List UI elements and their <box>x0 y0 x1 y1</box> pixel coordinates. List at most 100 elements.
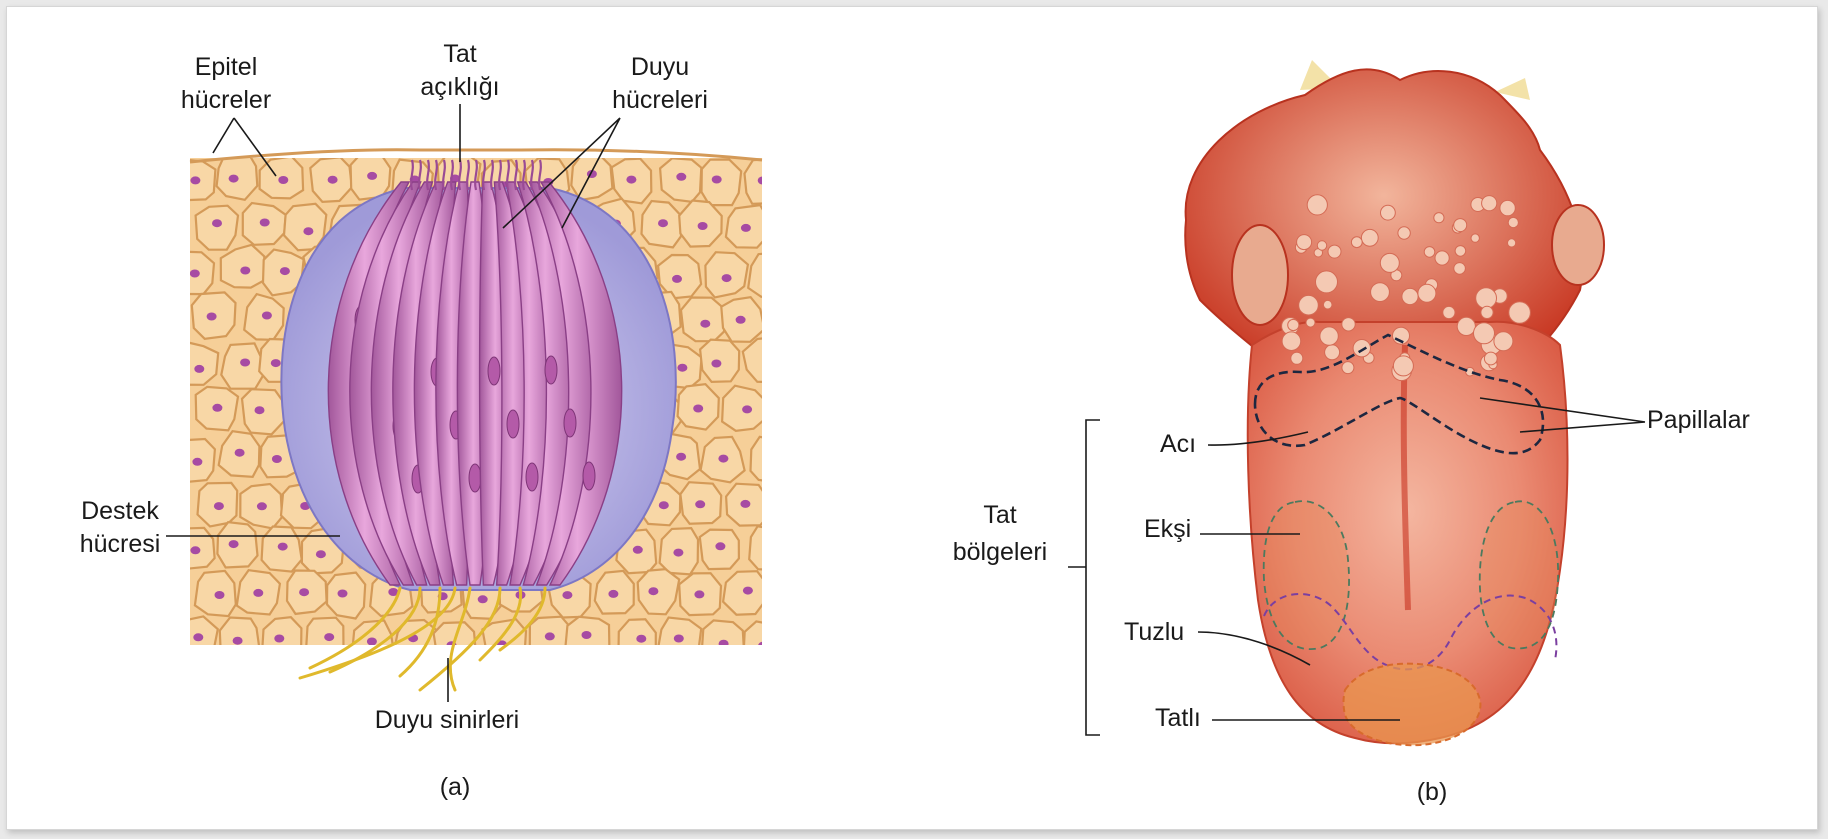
papilla <box>1471 234 1479 242</box>
cell-nucleus <box>715 542 725 550</box>
cell-nucleus <box>764 361 774 369</box>
cell-nucleus <box>741 224 751 232</box>
cell-nucleus <box>740 500 750 508</box>
cell-nucleus <box>240 267 250 275</box>
cell-nucleus <box>742 405 752 413</box>
cell-nucleus <box>324 633 334 641</box>
tat-bolgeleri-bracket <box>1068 420 1100 735</box>
cell-nucleus <box>763 274 773 282</box>
cell-nucleus <box>278 176 288 184</box>
cell-nucleus <box>677 364 687 372</box>
papilla <box>1316 271 1338 293</box>
cell-nucleus <box>257 502 267 510</box>
papilla <box>1454 263 1466 275</box>
papilla <box>1454 219 1467 232</box>
papilla <box>1342 362 1354 374</box>
tongue-illustration <box>1185 60 1604 745</box>
tatli-region <box>1344 664 1481 746</box>
cell-nucleus <box>545 632 555 640</box>
epithelial-cell <box>768 200 807 246</box>
epithelial-cell <box>766 300 805 343</box>
tatli-label: Tatlı <box>1155 704 1201 732</box>
papilla <box>1443 306 1455 318</box>
cell-nucleus <box>672 275 682 283</box>
papilla <box>1435 251 1449 265</box>
destek-label-line2: hücresi <box>80 530 161 558</box>
cell-nucleus <box>781 318 791 326</box>
cell-nucleus <box>698 222 708 230</box>
cell-nucleus <box>722 274 732 282</box>
cell-nucleus <box>192 458 202 466</box>
cell-nucleus <box>719 640 729 648</box>
papilla <box>1381 205 1396 220</box>
epithelial-cell <box>765 571 809 617</box>
cell-nucleus <box>736 316 746 324</box>
tat-label-line2: açıklığı <box>420 73 499 101</box>
papilla <box>1500 200 1515 215</box>
epitel-label-line2: hücreler <box>181 86 271 114</box>
cell-nucleus <box>693 405 703 413</box>
cell-nucleus <box>274 635 284 643</box>
sensory-cells <box>328 182 621 585</box>
papilla <box>1325 345 1340 360</box>
cell-nucleus <box>229 540 239 548</box>
epithelial-cell <box>744 621 787 666</box>
tat-bolgeleri-label-line2: bölgeleri <box>953 538 1048 566</box>
papilla <box>1371 283 1390 302</box>
papilla <box>1481 306 1493 318</box>
cell-nucleus <box>299 588 309 596</box>
destek-label-line1: Destek <box>81 497 159 525</box>
papilla <box>1484 352 1497 365</box>
cell-nucleus <box>700 320 710 328</box>
cell-nucleus <box>784 590 794 598</box>
cell-nucleus <box>328 176 338 184</box>
epithelial-cell <box>702 160 742 206</box>
cell-nucleus <box>253 589 263 597</box>
cell-nucleus <box>303 227 313 235</box>
cell-nucleus <box>488 357 500 385</box>
cell-nucleus <box>272 455 282 463</box>
cell-nucleus <box>194 365 204 373</box>
duyu-label-line1: Duyu <box>631 53 689 81</box>
cell-nucleus <box>695 500 705 508</box>
papilla <box>1455 246 1466 257</box>
cell-nucleus <box>648 587 658 595</box>
caption-b: (b) <box>1417 778 1448 806</box>
tuzlu-label: Tuzlu <box>1124 618 1184 646</box>
papilla <box>1508 239 1516 247</box>
cell-nucleus <box>712 176 722 184</box>
cell-nucleus <box>278 543 288 551</box>
papilla <box>1482 196 1497 211</box>
cell-nucleus <box>583 462 595 490</box>
papilla <box>1476 288 1497 309</box>
papilla <box>1288 319 1299 330</box>
papilla <box>1494 332 1513 351</box>
cell-nucleus <box>280 267 290 275</box>
cell-nucleus <box>673 549 683 557</box>
papilla <box>1457 317 1475 335</box>
papilla <box>1474 323 1495 344</box>
taste-bud-illustration <box>171 150 808 690</box>
papillalar-label: Papillalar <box>1647 406 1750 434</box>
cell-nucleus <box>193 633 203 641</box>
cell-nucleus <box>367 172 377 180</box>
papilla <box>1509 302 1531 324</box>
cell-nucleus <box>765 458 775 466</box>
cell-nucleus <box>711 360 721 368</box>
cell-nucleus <box>767 544 777 552</box>
papilla <box>1434 213 1444 223</box>
cell-nucleus <box>469 464 481 492</box>
papilla <box>1393 356 1413 376</box>
cell-nucleus <box>190 270 200 278</box>
epithelial-cell <box>745 159 787 204</box>
cell-nucleus <box>338 590 348 598</box>
cell-nucleus <box>367 638 377 646</box>
epithelial-cell <box>765 477 808 523</box>
cell-nucleus <box>240 359 250 367</box>
cell-nucleus <box>582 631 592 639</box>
epithelial-cell <box>765 386 807 428</box>
eksi-label: Ekşi <box>1144 515 1191 543</box>
eksi-region-left <box>1264 501 1349 649</box>
papilla <box>1307 195 1327 215</box>
